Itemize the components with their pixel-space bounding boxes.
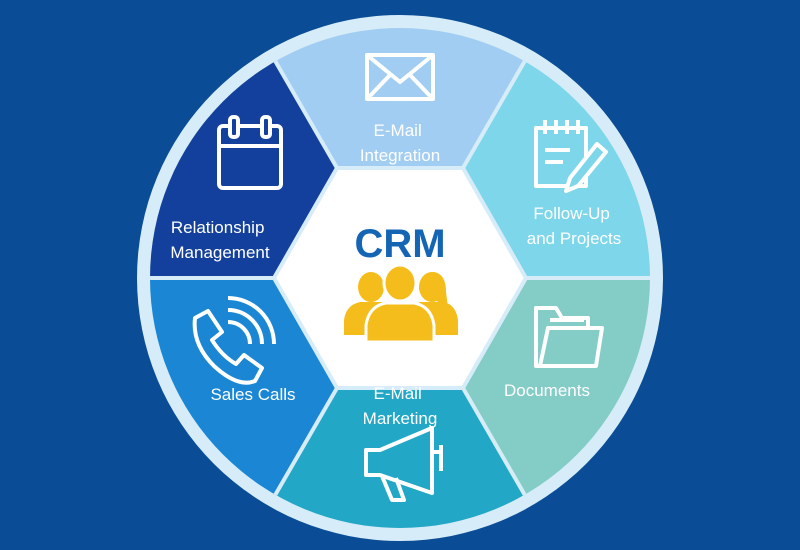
- segment-labels: E-Mail Integration Follow-Up and Project…: [170, 121, 621, 428]
- label-sales-calls: Sales Calls: [210, 385, 295, 404]
- divider-lines: [150, 28, 650, 528]
- folder-icon: [534, 306, 604, 368]
- center-title: CRM: [354, 222, 445, 266]
- label-email-integration: E-Mail Integration: [360, 121, 440, 165]
- notepad-pencil-icon: [534, 120, 608, 193]
- envelope-icon: [365, 53, 435, 101]
- label-follow-up: Follow-Up and Projects: [527, 204, 622, 248]
- label-relationship: Relationship Management: [170, 218, 270, 262]
- label-email-marketing: E-Mail Marketing: [363, 384, 438, 428]
- label-documents: Documents: [504, 381, 590, 400]
- people-group-icon: [344, 263, 458, 344]
- calendar-icon: [217, 115, 283, 190]
- phone-icon: [192, 296, 276, 385]
- megaphone-icon: [364, 426, 443, 502]
